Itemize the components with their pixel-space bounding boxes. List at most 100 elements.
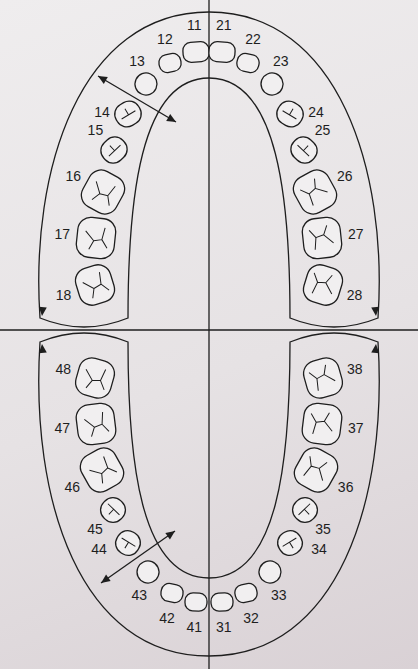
- tooth-number: 31: [216, 619, 232, 635]
- tooth-outline: [182, 41, 209, 63]
- tooth-crown: [274, 527, 307, 560]
- tooth-crown: [184, 592, 207, 611]
- tooth-number: 24: [308, 104, 324, 120]
- tooth-outline: [184, 592, 207, 611]
- tooth-outline: [77, 165, 130, 218]
- tooth-crown: [210, 592, 233, 611]
- tooth-number: 41: [187, 619, 203, 635]
- tooth-fissure: [283, 538, 300, 552]
- tooth-outline: [235, 52, 260, 74]
- tooth-outline: [258, 70, 286, 98]
- midline-axis: [208, 0, 209, 669]
- tooth-crown: [75, 402, 118, 446]
- tooth-crown: [112, 527, 145, 560]
- tooth-outline: [73, 355, 118, 401]
- tooth-crown: [157, 52, 182, 74]
- tooth-crown: [159, 582, 184, 604]
- tooth-crown: [290, 443, 343, 496]
- tooth-number: 44: [91, 541, 107, 557]
- tooth-outline: [289, 165, 342, 218]
- tooth-fissure: [84, 412, 110, 438]
- tooth-fissure: [308, 270, 337, 299]
- tooth-crown: [256, 558, 284, 586]
- tooth-number: 48: [55, 361, 71, 377]
- tooth-outline: [132, 70, 160, 98]
- tooth-crown: [75, 216, 117, 260]
- arrow-head: [371, 344, 380, 354]
- arrow-head: [38, 307, 47, 317]
- tooth-number: 46: [65, 479, 81, 495]
- tooth-crown: [208, 41, 235, 63]
- tooth-number: 21: [216, 17, 232, 33]
- tooth-outline: [301, 216, 343, 260]
- tooth-number: 34: [311, 541, 327, 557]
- tooth-number: 25: [315, 122, 331, 138]
- tooth-crown: [134, 558, 162, 586]
- arrow-head: [96, 73, 108, 84]
- arrow-head: [371, 307, 380, 317]
- tooth-crown: [76, 443, 129, 496]
- tooth-fissure: [88, 177, 119, 208]
- tooth-number: 12: [157, 31, 173, 47]
- tooth-number: 15: [88, 122, 104, 138]
- tooth-outline: [210, 592, 233, 611]
- tooth-fissure: [309, 225, 334, 250]
- tooth-crown: [132, 70, 160, 98]
- tooth-number: 13: [129, 53, 145, 69]
- tooth-outline: [159, 582, 184, 604]
- tooth-outline: [300, 262, 346, 309]
- tooth-fissure: [298, 140, 314, 156]
- tooth-number: 47: [54, 420, 70, 436]
- tooth-fissure: [103, 504, 119, 520]
- tooth-fissure: [299, 504, 315, 520]
- tooth-number: 33: [271, 587, 287, 603]
- tooth-number: 37: [348, 420, 364, 436]
- tooth-outline: [111, 97, 146, 131]
- tooth-outline: [256, 558, 284, 586]
- tooth-crown: [233, 582, 258, 604]
- tooth-number: 27: [348, 226, 364, 242]
- tooth-number: 17: [54, 226, 70, 242]
- tooth-number: 11: [187, 17, 202, 33]
- tooth-number: 22: [245, 31, 261, 47]
- tooth-fissure: [118, 538, 135, 552]
- tooth-fissure: [299, 176, 330, 207]
- tooth-fissure: [87, 455, 118, 486]
- tooth-fissure: [308, 363, 336, 391]
- tooth-outline: [273, 97, 308, 131]
- tooth-number: 14: [94, 104, 110, 120]
- tooth-number: 43: [131, 587, 147, 603]
- tooth-outline: [72, 262, 118, 309]
- tooth-crown: [258, 70, 286, 98]
- tooth-number: 35: [315, 521, 331, 537]
- tooth-crown: [289, 165, 342, 218]
- tooth-outline: [157, 52, 182, 74]
- tooth-crown: [77, 165, 130, 218]
- tooth-outline: [274, 527, 307, 560]
- tooth-crown: [300, 262, 346, 309]
- arrow-head: [166, 114, 178, 125]
- tooth-number: 26: [337, 168, 353, 184]
- tooth-outline: [134, 558, 162, 586]
- tooth-crown: [273, 97, 308, 131]
- tooth-outline: [76, 443, 129, 496]
- tooth-fissure: [81, 271, 110, 300]
- tooth-fissure: [300, 454, 331, 485]
- tooth-crown: [73, 355, 118, 401]
- tooth-number: 16: [65, 168, 81, 184]
- tooth-crown: [301, 216, 343, 260]
- tooth-crown: [235, 52, 260, 74]
- tooth-number: 36: [338, 479, 354, 495]
- tooth-number: 23: [273, 53, 289, 69]
- tooth-number: 45: [87, 521, 103, 537]
- tooth-crown: [111, 97, 146, 131]
- tooth-outline: [75, 216, 117, 260]
- tooth-fissure: [309, 411, 335, 437]
- tooth-number: 38: [347, 361, 363, 377]
- tooth-crown: [182, 41, 209, 63]
- tooth-outline: [301, 402, 344, 446]
- tooth-outline: [233, 582, 258, 604]
- arrow-head: [38, 344, 47, 354]
